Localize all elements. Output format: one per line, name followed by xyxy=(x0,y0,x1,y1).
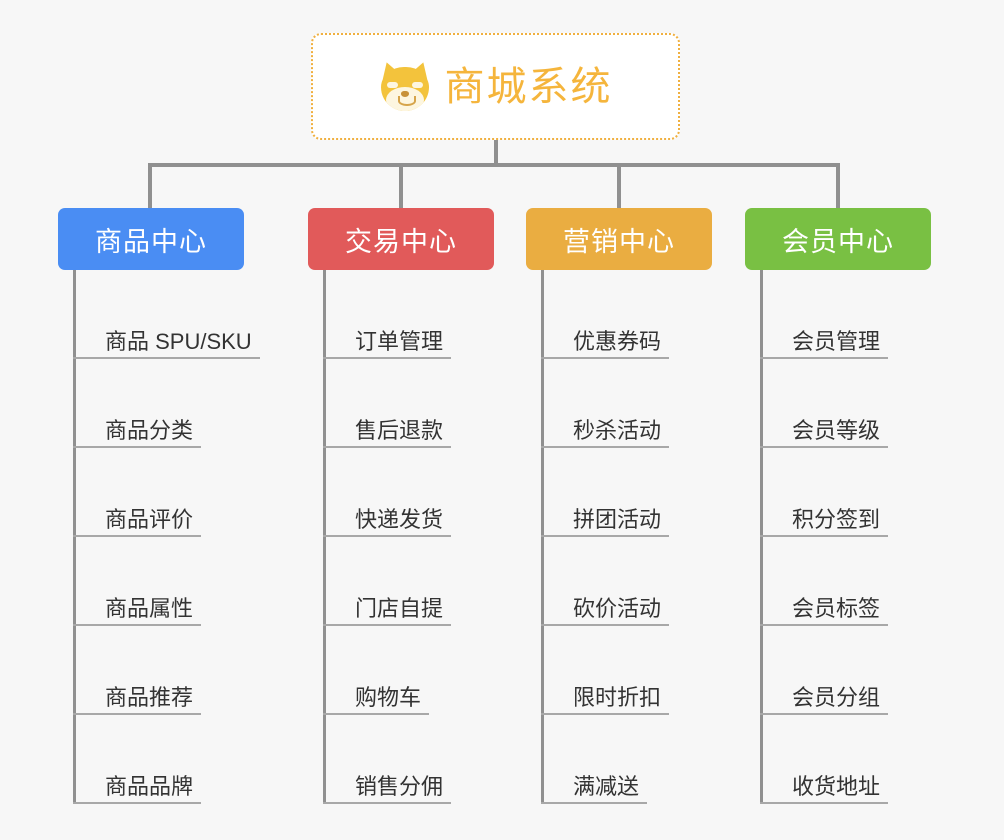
branch-header-trade-center[interactable]: 交易中心 xyxy=(308,208,494,270)
root-node[interactable]: 商城系统 xyxy=(311,33,680,140)
leaf-item-label: 门店自提 xyxy=(355,596,444,621)
leaf-item-label: 商品分类 xyxy=(105,418,194,443)
horizontal-bus-connector xyxy=(150,163,840,167)
branch-drop-connector-3 xyxy=(617,163,621,208)
root-stem-connector xyxy=(494,140,498,165)
branch-spine-trade-center xyxy=(323,270,326,804)
leaf-item-underline xyxy=(323,535,451,537)
leaf-item-label: 砍价活动 xyxy=(573,596,662,621)
branch-spine-product-center xyxy=(73,270,76,804)
leaf-item-label: 秒杀活动 xyxy=(573,418,662,443)
branch-spine-marketing-center xyxy=(541,270,544,804)
leaf-item-underline xyxy=(323,357,451,359)
leaf-item-label: 商品属性 xyxy=(105,596,194,621)
branch-header-member-center[interactable]: 会员中心 xyxy=(745,208,931,270)
leaf-item-label: 订单管理 xyxy=(355,329,444,354)
leaf-item-underline xyxy=(760,446,888,448)
branch-header-marketing-center[interactable]: 营销中心 xyxy=(526,208,712,270)
leaf-item-underline xyxy=(323,802,451,804)
branch-drop-connector-2 xyxy=(399,163,403,208)
branch-drop-connector-4 xyxy=(836,163,840,208)
leaf-item-label: 商品 SPU/SKU xyxy=(105,329,252,354)
leaf-item-underline xyxy=(541,446,669,448)
leaf-item-underline xyxy=(323,624,451,626)
leaf-item-label: 快递发货 xyxy=(355,507,444,532)
leaf-item-underline xyxy=(541,624,669,626)
leaf-item-label: 积分签到 xyxy=(792,507,881,532)
branch-drop-connector-1 xyxy=(148,163,152,208)
leaf-item-underline xyxy=(760,357,888,359)
leaf-item-label: 商品推荐 xyxy=(105,685,194,710)
leaf-item-underline xyxy=(760,624,888,626)
leaf-item-underline xyxy=(760,802,888,804)
leaf-item-label: 拼团活动 xyxy=(573,507,662,532)
root-node-content: 商城系统 xyxy=(377,59,613,112)
leaf-item-underline xyxy=(73,357,260,359)
leaf-item-label: 会员等级 xyxy=(792,418,881,443)
leaf-item-label: 商品评价 xyxy=(105,507,194,532)
leaf-item-underline xyxy=(73,535,201,537)
branch-header-label: 商品中心 xyxy=(95,226,207,257)
leaf-item-underline xyxy=(323,713,429,715)
leaf-item-underline xyxy=(73,802,201,804)
leaf-item-underline xyxy=(760,535,888,537)
leaf-item-label: 会员分组 xyxy=(792,685,881,710)
leaf-item-label: 购物车 xyxy=(355,685,422,710)
leaf-item-label: 商品品牌 xyxy=(105,774,194,799)
leaf-item-underline xyxy=(760,713,888,715)
branch-header-label: 会员中心 xyxy=(782,226,894,257)
leaf-item-label: 限时折扣 xyxy=(573,685,662,710)
leaf-item-label: 会员标签 xyxy=(792,596,881,621)
branch-header-label: 交易中心 xyxy=(345,226,457,257)
leaf-item-underline xyxy=(541,713,669,715)
branch-header-label: 营销中心 xyxy=(563,226,675,257)
leaf-item-label: 会员管理 xyxy=(792,329,881,354)
leaf-item-label: 满减送 xyxy=(573,774,640,799)
leaf-item-underline xyxy=(73,624,201,626)
branch-header-product-center[interactable]: 商品中心 xyxy=(58,208,244,270)
leaf-item-label: 售后退款 xyxy=(355,418,444,443)
root-node-label: 商城系统 xyxy=(444,64,613,109)
leaf-item-underline xyxy=(323,446,451,448)
leaf-item-label: 销售分佣 xyxy=(355,774,444,799)
leaf-item-label: 优惠券码 xyxy=(573,329,662,354)
leaf-item-underline xyxy=(73,446,201,448)
leaf-item-underline xyxy=(73,713,201,715)
leaf-item-underline xyxy=(541,535,669,537)
leaf-item-label: 收货地址 xyxy=(792,774,881,799)
leaf-item-underline xyxy=(541,802,647,804)
shiba-dog-face-icon xyxy=(377,59,432,112)
branch-spine-member-center xyxy=(760,270,763,804)
leaf-item-underline xyxy=(541,357,669,359)
